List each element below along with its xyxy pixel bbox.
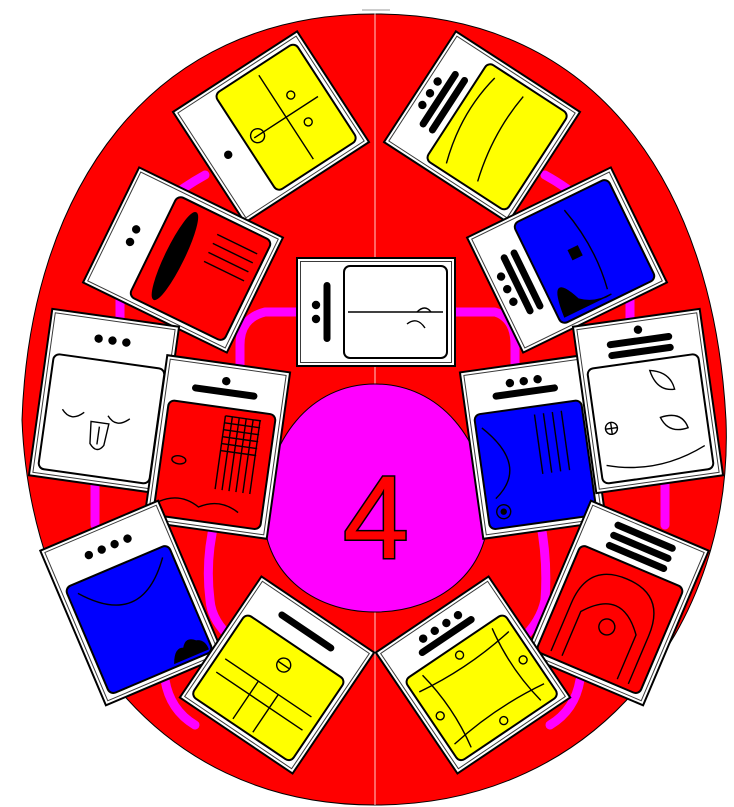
numeral-dot bbox=[312, 315, 320, 323]
glyph-day-sign bbox=[38, 354, 165, 484]
glyph-white-center bbox=[297, 258, 455, 366]
glyph-white-right bbox=[573, 309, 723, 493]
numeral-bar bbox=[324, 282, 331, 342]
center-number: 4 bbox=[343, 452, 409, 584]
glyph-day-sign bbox=[153, 400, 276, 530]
glyph-red-inner-left bbox=[144, 355, 290, 539]
numeral-dot bbox=[312, 301, 320, 309]
